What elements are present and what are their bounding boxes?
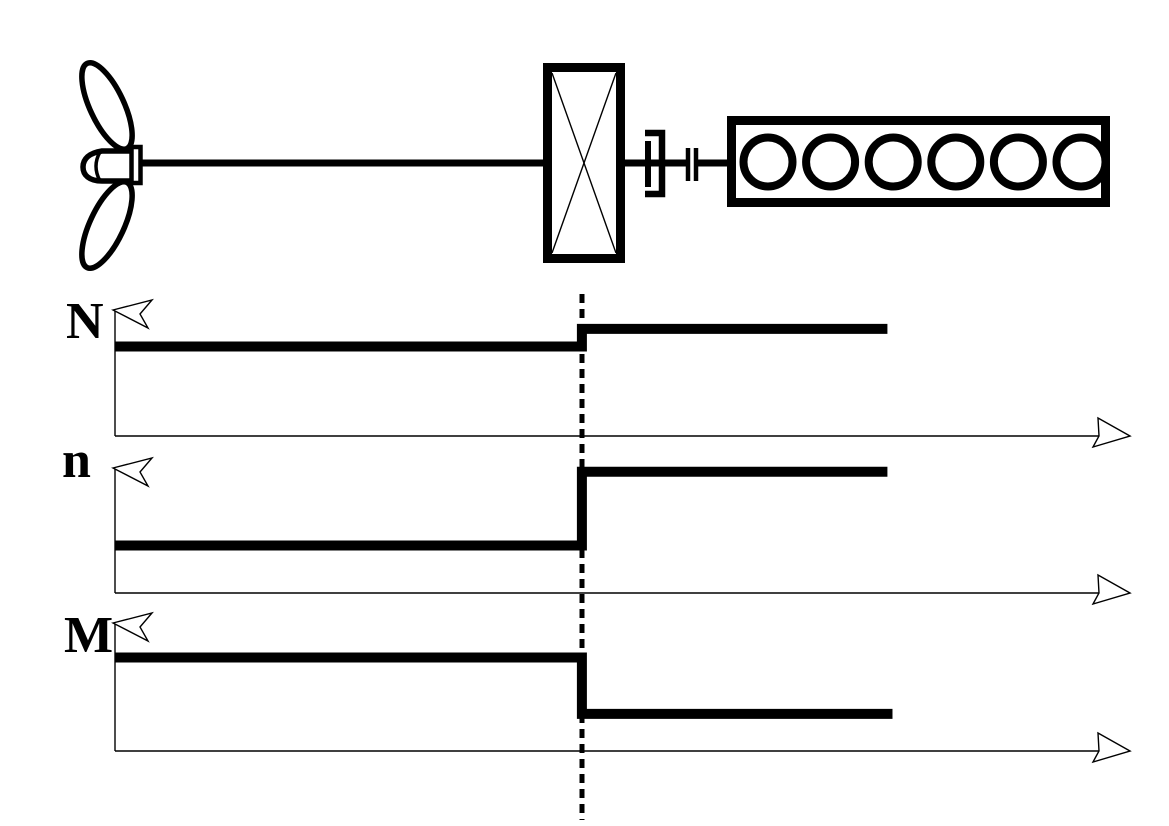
gearbox-diagonal-2 <box>551 72 617 254</box>
x-axis-arrowhead-icon <box>1091 416 1132 449</box>
engine-cylinder-icon <box>989 133 1047 191</box>
engine-cylinder-icon <box>802 133 860 191</box>
x-axis-arrowhead-icon <box>1091 573 1132 606</box>
signal-line <box>115 466 888 551</box>
propeller-hub-plate <box>129 144 143 186</box>
plot-label: n <box>62 432 91 489</box>
propeller-hub-cone-base <box>94 151 102 182</box>
engine-cylinder-icon <box>1052 133 1110 191</box>
propeller-hub <box>80 148 136 184</box>
y-axis-arrowhead-icon <box>111 298 154 330</box>
plot-M: M <box>64 607 1132 764</box>
engine-cylinder-icon <box>864 133 922 191</box>
propeller-blade-lower-icon <box>79 179 135 271</box>
signal-line <box>115 323 888 352</box>
engine-cylinder-icon <box>927 133 985 191</box>
plot-label: N <box>66 293 104 350</box>
engine-cylinders <box>739 133 1110 191</box>
coupling-bracket <box>645 129 666 198</box>
x-axis-arrowhead-icon <box>1091 731 1132 764</box>
plot-N: N <box>66 293 1132 449</box>
engine-cylinder-icon <box>739 133 797 191</box>
y-axis-arrowhead-icon <box>111 611 154 643</box>
propulsion-schematic <box>79 60 1110 271</box>
signal-line <box>115 652 893 719</box>
y-axis-arrowhead-icon <box>111 456 154 488</box>
plot-n: n <box>62 432 1132 606</box>
plot-label: M <box>64 607 113 664</box>
propeller-blade-upper-icon <box>79 60 135 152</box>
